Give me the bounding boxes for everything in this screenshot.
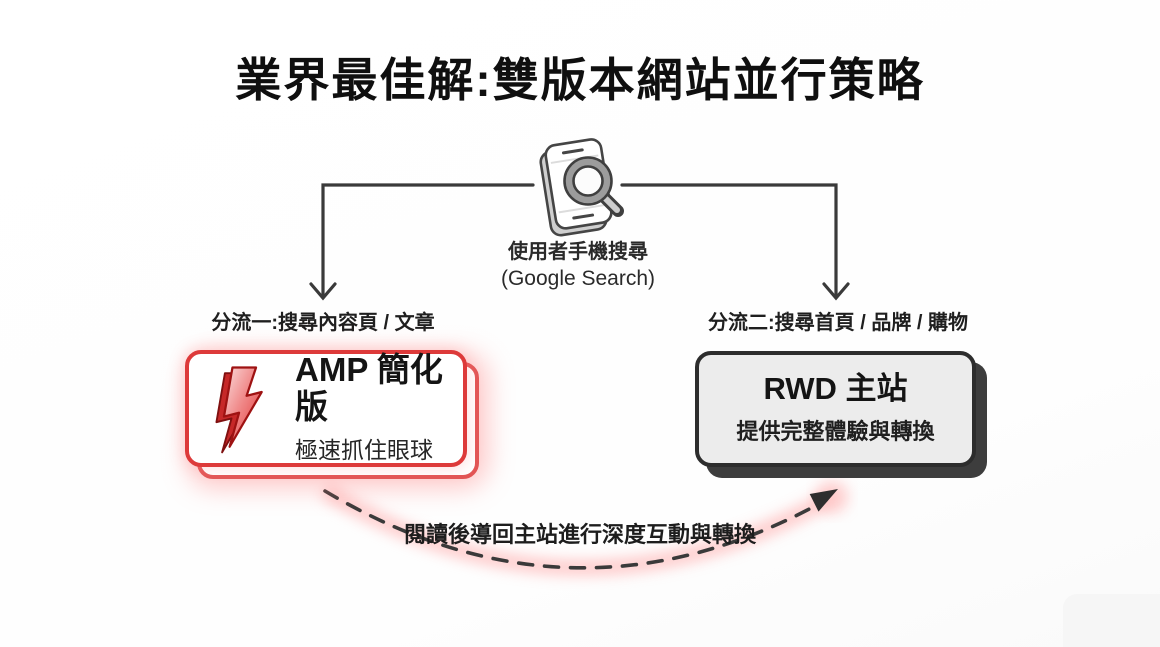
amp-card-text: AMP 簡化版 極速抓住眼球 (273, 352, 449, 465)
magnifier-icon (563, 156, 624, 217)
rwd-card-subtitle: 提供完整體驗與轉換 (736, 418, 935, 444)
watermark-area (1063, 594, 1160, 647)
right-arrowhead-icon (822, 282, 850, 301)
branch-label-right: 分流二:搜尋首頁 / 品牌 / 購物 (708, 312, 968, 334)
amp-card: AMP 簡化版 極速抓住眼球 (185, 350, 467, 467)
flow-note: 閱讀後導回主站進行深度互動與轉換 (403, 522, 756, 547)
amp-card-subtitle: 極速抓住眼球 (295, 436, 433, 463)
left-arrowhead-icon (309, 282, 337, 301)
lightning-bolt-icon (215, 365, 263, 453)
branch-label-left: 分流一:搜尋內容頁 / 文章 (211, 312, 435, 334)
page-title: 業界最佳解:雙版本網站並行策略 (235, 54, 925, 106)
phone-search-icon (539, 138, 624, 237)
source-caption: 使用者手機搜尋 (Google Search) (458, 239, 698, 293)
amp-card-title: AMP 簡化版 (295, 351, 443, 425)
source-caption-zh: 使用者手機搜尋 (508, 241, 648, 263)
rwd-card-title: RWD 主站 (763, 371, 908, 407)
rwd-card: RWD 主站 提供完整體驗與轉換 (695, 351, 976, 467)
return-flow-arrowhead-icon (809, 489, 838, 512)
source-caption-en: (Google Search) (500, 267, 656, 291)
arrowhead-glow (816, 481, 848, 513)
